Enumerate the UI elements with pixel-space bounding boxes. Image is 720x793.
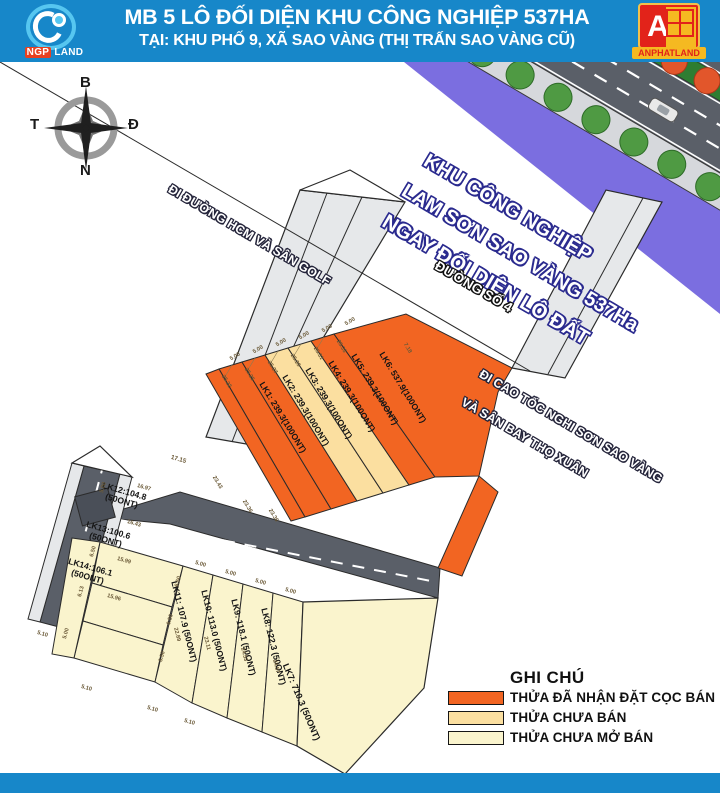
internal-road-main <box>96 491 441 599</box>
ngp-land-brand-text: NGP LAND <box>18 47 90 58</box>
dimension-ticks <box>225 336 325 376</box>
road-junction-box <box>74 487 116 527</box>
header-title: MB 5 LÔ ĐỐI DIỆN KHU CÔNG NGHIỆP 537HA T… <box>92 4 622 52</box>
legend-swatch-sold <box>448 691 504 705</box>
legend-swatch-unsold <box>448 711 504 725</box>
anphatland-logo: A ANPHATLAND <box>632 3 706 61</box>
median-trees <box>660 62 720 95</box>
logo-square-4 <box>666 22 681 37</box>
right-wedge-line-2 <box>547 197 644 375</box>
logo-a-letter: A <box>647 10 669 43</box>
legend: GHI CHÚ THỬA ĐÃ NHẬN ĐẶT CỌC BÁN THỬA CH… <box>448 668 715 760</box>
logo-ring <box>26 4 76 50</box>
compass-rose: B N T Đ <box>30 74 142 182</box>
logo-hex-shape: A <box>638 3 700 49</box>
compass-icon <box>44 86 128 170</box>
parcel-front-strip <box>205 368 306 522</box>
right-road-wedge <box>511 189 663 379</box>
anphatland-brand-text: ANPHATLAND <box>632 47 706 59</box>
page-header: NGP LAND MB 5 LÔ ĐỐI DIỆN KHU CÔNG NGHIỆ… <box>0 0 720 62</box>
internal-road-markings <box>114 518 437 583</box>
parcel-left-margin <box>51 537 101 659</box>
sidewalk-trees-inner <box>467 62 720 202</box>
upper-parcel-block <box>205 313 513 522</box>
header-title-line2: TẠI: KHU PHỐ 9, XÃ SAO VÀNG (THỊ TRẤN SA… <box>139 32 575 49</box>
ngp-brand-prefix: NGP <box>24 47 52 58</box>
legend-swatch-notopen <box>448 731 504 745</box>
site-plan-map: B N T Đ KHU CÔNG NGHIỆP LAM SƠN SAO VÀNG… <box>0 62 720 773</box>
ngp-land-logo: NGP LAND <box>18 3 90 61</box>
internal-road-block <box>96 491 441 599</box>
car-white-1 <box>647 97 679 123</box>
legend-label-sold: THỬA ĐÃ NHẬN ĐẶT CỌC BÁN <box>510 690 716 705</box>
ngp-brand-suffix: LAND <box>51 47 84 58</box>
page-footer <box>0 773 720 793</box>
legend-label-notopen: THỬA CHƯA MỞ BÁN <box>510 730 654 745</box>
lower-left-parcels <box>51 537 184 683</box>
lane-edge-lines <box>450 62 720 483</box>
legend-label-unsold: THỬA CHƯA BÁN <box>510 710 627 725</box>
left-wedge-cap <box>299 169 406 203</box>
road-carriageway-south <box>447 62 720 486</box>
compass-label-west: T <box>30 116 40 133</box>
compass-label-south: N <box>80 162 91 179</box>
header-title-line1: MB 5 LÔ ĐỐI DIỆN KHU CÔNG NGHIỆP 537HA <box>124 5 590 29</box>
logo-square-3 <box>679 22 694 37</box>
parcel-LK6 <box>333 313 513 478</box>
left-access-road-cap <box>70 445 134 479</box>
compass-label-north: B <box>80 74 91 91</box>
lower-vertical-parcels <box>154 565 304 747</box>
parcel-LK7 <box>296 597 439 773</box>
logo-dot-icon <box>52 13 66 27</box>
site-plan-drawing <box>0 62 720 773</box>
parcel-sliver-orange <box>437 475 499 577</box>
compass-label-east: Đ <box>128 116 139 133</box>
legend-title: GHI CHÚ <box>510 668 585 687</box>
